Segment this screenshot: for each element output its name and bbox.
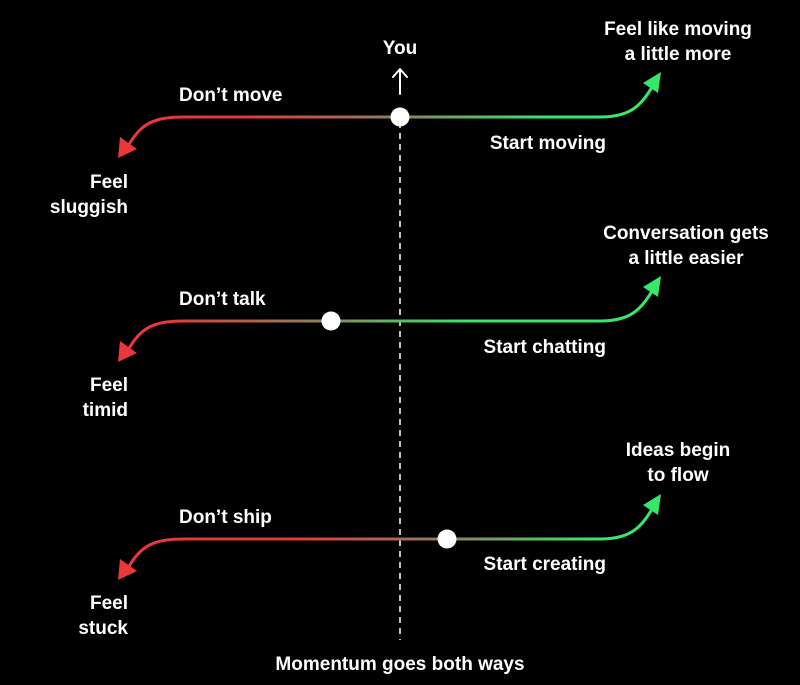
right-arrowhead-icon: [643, 494, 661, 515]
negative-outcome-line: Feel: [90, 375, 128, 396]
negative-outcome-line: Feel: [90, 593, 128, 614]
left-arrowhead-icon: [118, 559, 137, 580]
you-position-dot: [321, 311, 341, 331]
negative-outcome-line: Feel: [90, 172, 128, 193]
momentum-curve: [124, 498, 659, 574]
up-arrow-icon: [392, 68, 408, 95]
momentum-row: Don’t move Start moving Feel sluggish Fe…: [50, 19, 752, 218]
positive-outcome-line: to flow: [647, 465, 708, 486]
you-label: You: [383, 38, 417, 59]
right-arrowhead-icon: [643, 276, 661, 297]
positive-outcome-line: a little easier: [628, 248, 744, 269]
footer-caption: Momentum goes both ways: [275, 654, 524, 675]
momentum-row: Don’t talk Start chatting Feel timid Con…: [83, 223, 769, 421]
you-position-dot: [390, 107, 410, 127]
positive-action-label: Start moving: [490, 133, 606, 154]
right-arrowhead-icon: [643, 72, 661, 93]
negative-outcome-line: stuck: [78, 618, 128, 639]
negative-action-label: Don’t move: [179, 85, 282, 106]
positive-outcome-line: a little more: [625, 44, 732, 65]
you-position-dot: [437, 529, 457, 549]
negative-action-label: Don’t ship: [179, 507, 272, 528]
positive-outcome-line: Feel like moving: [604, 19, 752, 40]
left-arrowhead-icon: [118, 341, 137, 362]
positive-outcome-line: Conversation gets: [603, 223, 769, 244]
left-arrowhead-icon: [118, 137, 137, 158]
negative-outcome-line: timid: [83, 400, 128, 421]
positive-action-label: Start creating: [484, 554, 606, 575]
momentum-row: Don’t ship Start creating Feel stuck Ide…: [78, 440, 730, 639]
momentum-curve: [124, 280, 659, 356]
positive-action-label: Start chatting: [484, 337, 606, 358]
positive-outcome-line: Ideas begin: [626, 440, 731, 461]
negative-action-label: Don’t talk: [179, 289, 266, 310]
negative-outcome-line: sluggish: [50, 197, 128, 218]
